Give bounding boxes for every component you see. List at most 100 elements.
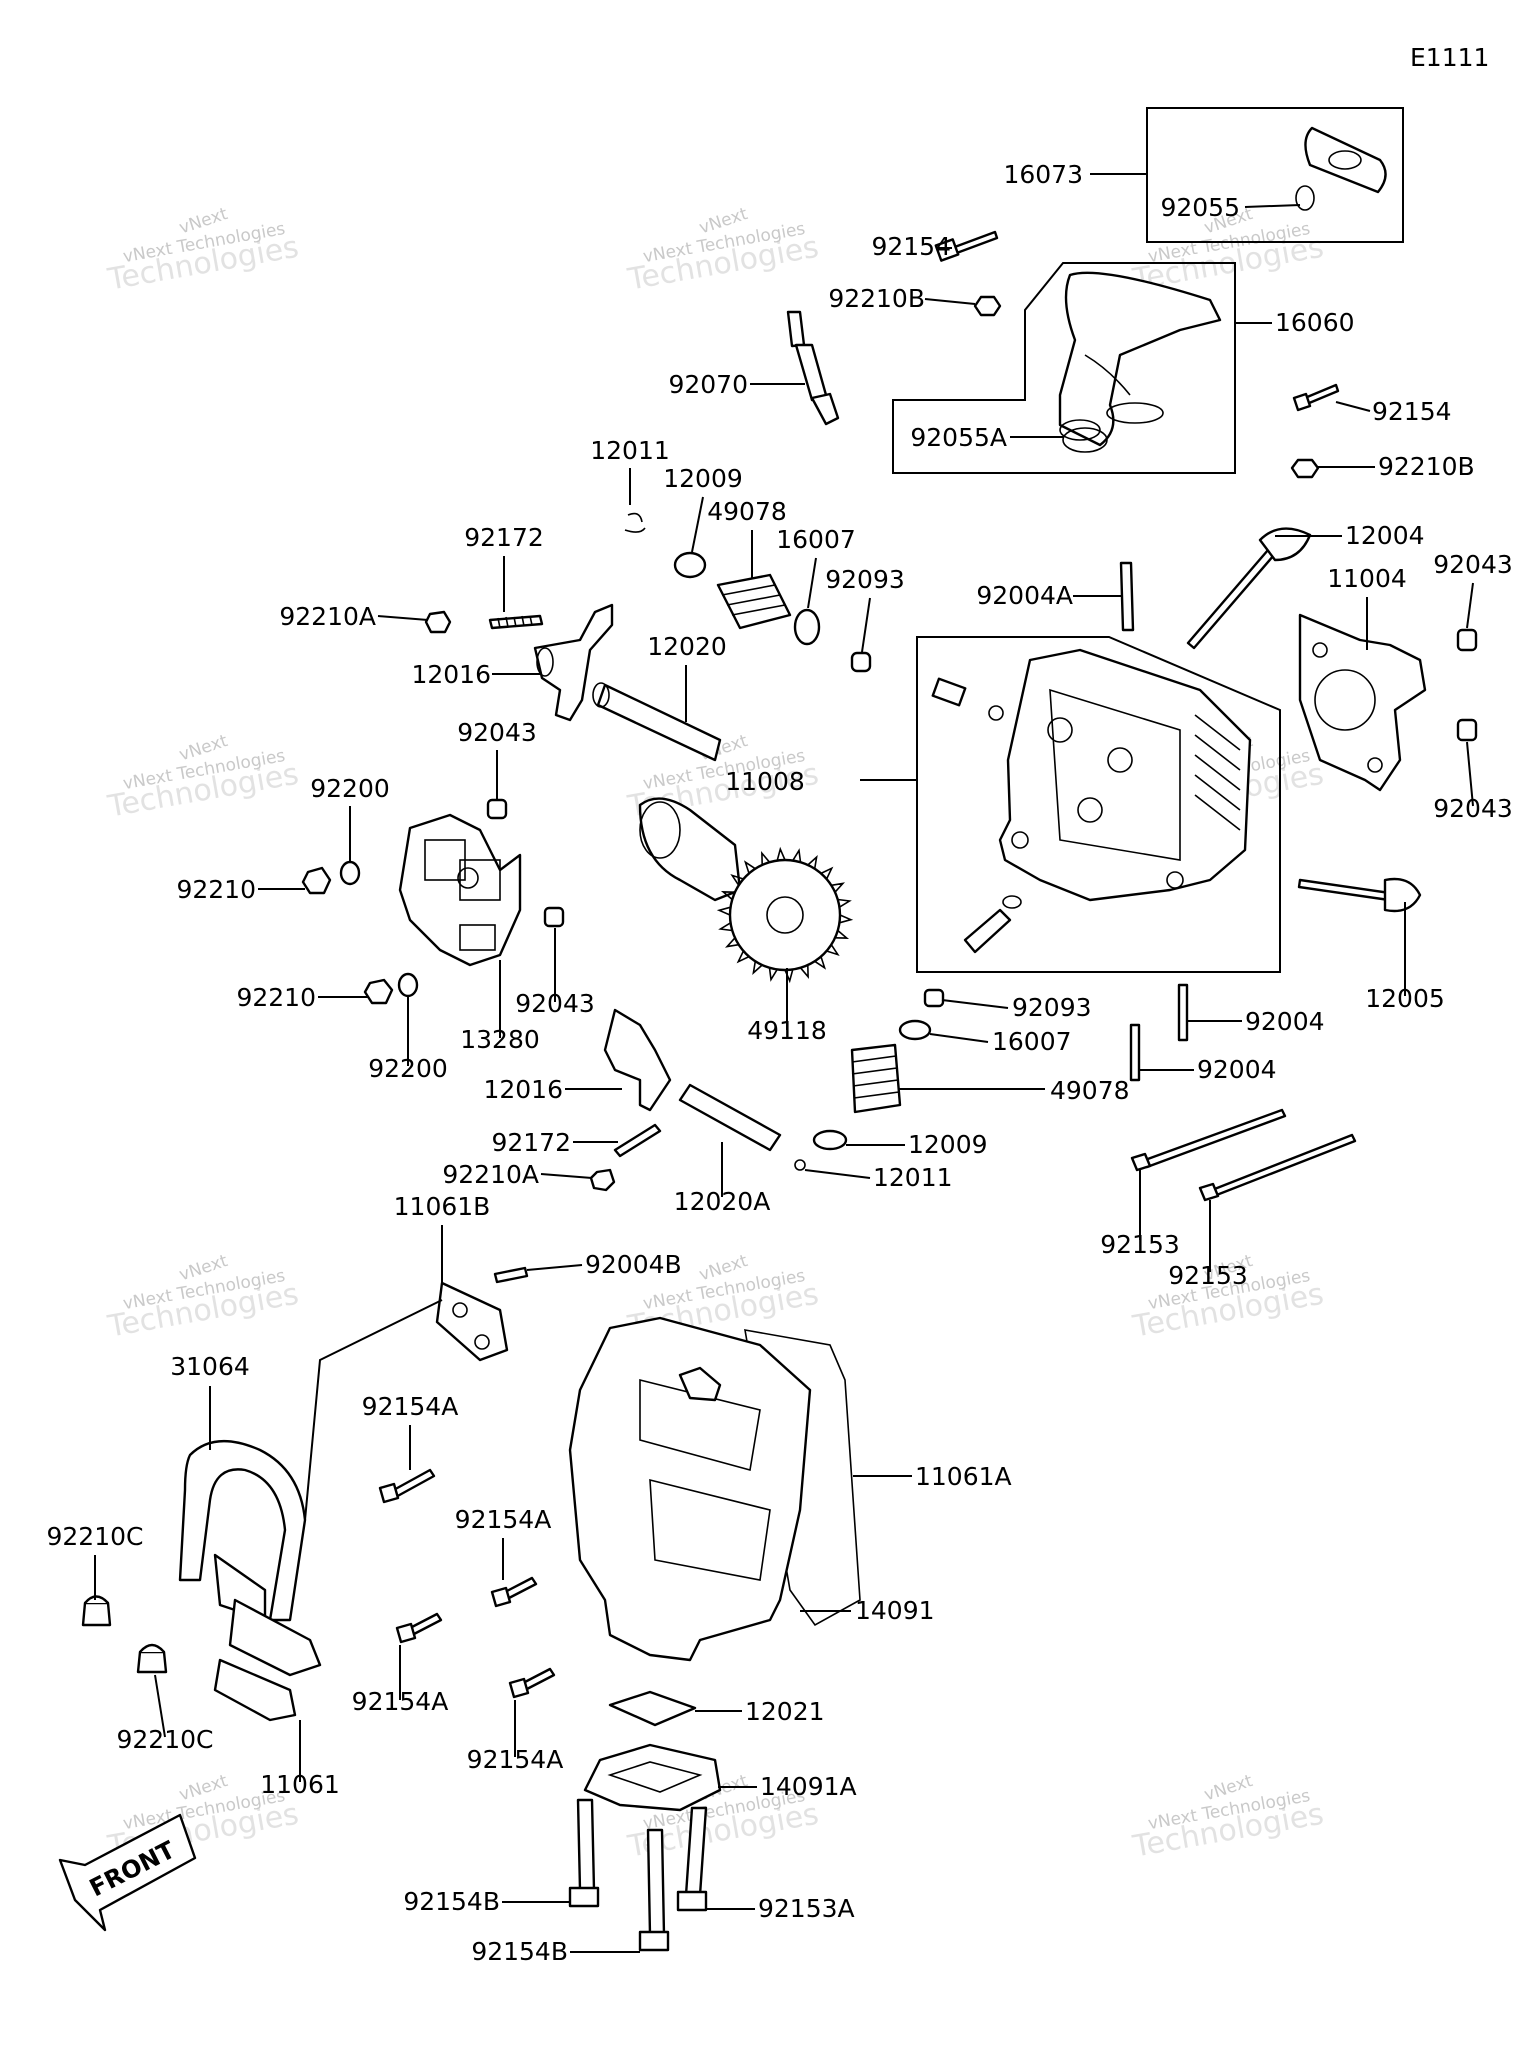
part-label: 92154 [1372,397,1452,426]
part-92153-b [1198,1133,1357,1202]
part-valve-guide-top [931,677,1004,721]
part-92004-a [1177,983,1189,1042]
part-label: 16007 [992,1027,1072,1056]
part-label: 92154A [352,1687,449,1716]
part-valve-guide-bot [923,895,1022,1008]
leader-line [540,1173,593,1179]
part-92154a-3 [395,1612,443,1644]
part-92004-b [1129,1023,1141,1082]
leader-line [1244,204,1301,208]
leader-line [941,999,1009,1009]
part-label: 92043 [515,989,595,1018]
part-label: 92200 [368,1054,448,1083]
part-12021 [608,1690,697,1727]
part-label: 92154 [871,232,951,261]
part-11061a [744,1329,861,1627]
leader-line [1466,582,1474,629]
part-label: 12016 [483,1075,563,1104]
part-label: 92093 [825,565,905,594]
part-label: 92043 [457,718,537,747]
leader-lines [94,173,1474,1953]
part-label: 92093 [1012,993,1092,1022]
part-label: 11061B [394,1192,491,1221]
part-label: 11061 [260,1770,340,1799]
part-label: 12020 [647,632,727,661]
part-92210a-top [424,610,452,634]
part-label: 92172 [464,523,544,552]
part-label: 12009 [663,464,743,493]
part-92210c-top [81,1595,112,1627]
part-92154-right [1292,383,1340,412]
leader-line [154,1674,166,1738]
part-label: 92200 [310,774,390,803]
part-12020a [678,1083,782,1152]
part-92070 [786,310,840,426]
leader-line [924,298,976,305]
part-label: 12004 [1345,521,1425,550]
part-label: 12021 [745,1697,825,1726]
box-11008 [916,636,1281,973]
part-92153-a [1130,1108,1287,1172]
part-label: 92004A [976,581,1073,610]
part-label: 12005 [1365,984,1445,1013]
part-label: 92210 [176,875,256,904]
part-92055a [1062,427,1108,453]
part-16007-bot [898,1019,932,1041]
diagram-code: E1111 [1410,43,1489,72]
part-label: 92210B [1378,452,1475,481]
part-label: 14091A [760,1772,857,1801]
leader-line [691,496,704,553]
part-12009-top [673,551,707,579]
leader-line [861,597,871,653]
part-92043-left-top [486,798,508,820]
part-labels: 16073920559215492210B160609207092055A921… [47,160,1513,1966]
leader-line [929,1033,989,1043]
part-12005 [1297,877,1422,913]
part-92154a-4 [508,1667,556,1699]
part-31064 [178,1439,322,1677]
part-92043-right-bot [1456,718,1478,742]
part-label: 92004B [585,1250,682,1279]
part-label: 92004 [1245,1007,1325,1036]
part-11008 [998,648,1252,902]
part-label: 92210C [47,1522,144,1551]
part-label: 16073 [1003,160,1083,189]
part-92172-bot [613,1123,662,1158]
part-92200-top [339,860,361,886]
part-92154a-1 [378,1468,436,1504]
part-92154b-2 [638,1828,670,1952]
part-label: 13280 [460,1025,540,1054]
part-label: 92154A [362,1392,459,1421]
part-16060 [1058,271,1222,447]
leader-line [304,1299,443,1521]
part-11004 [1298,613,1427,792]
part-label: 92055 [1160,193,1240,222]
part-label: 92153 [1100,1230,1180,1259]
part-12004 [1186,527,1312,650]
part-11061b [435,1281,509,1362]
part-92153a [676,1806,708,1912]
box-16060 [892,262,1236,474]
part-92210a-bot [589,1168,616,1192]
part-label: 12011 [590,436,670,465]
part-12016-top [533,603,614,722]
part-13280 [398,813,522,967]
part-label: 92210A [279,602,376,631]
part-label: 92154B [471,1937,568,1966]
part-label: 11008 [725,767,805,796]
part-49078-bot [850,1043,902,1114]
part-92154b-1 [568,1798,600,1908]
part-label: 11061A [915,1462,1012,1491]
part-49118 [638,797,854,984]
part-label: 16007 [776,525,856,554]
part-label: 92154A [455,1505,552,1534]
part-label: 49118 [747,1016,827,1045]
part-label: 92210 [236,983,316,1012]
part-label: 31064 [170,1352,250,1381]
part-label: 12020A [674,1187,771,1216]
part-label: 92043 [1433,794,1513,823]
part-label: 16060 [1275,308,1355,337]
